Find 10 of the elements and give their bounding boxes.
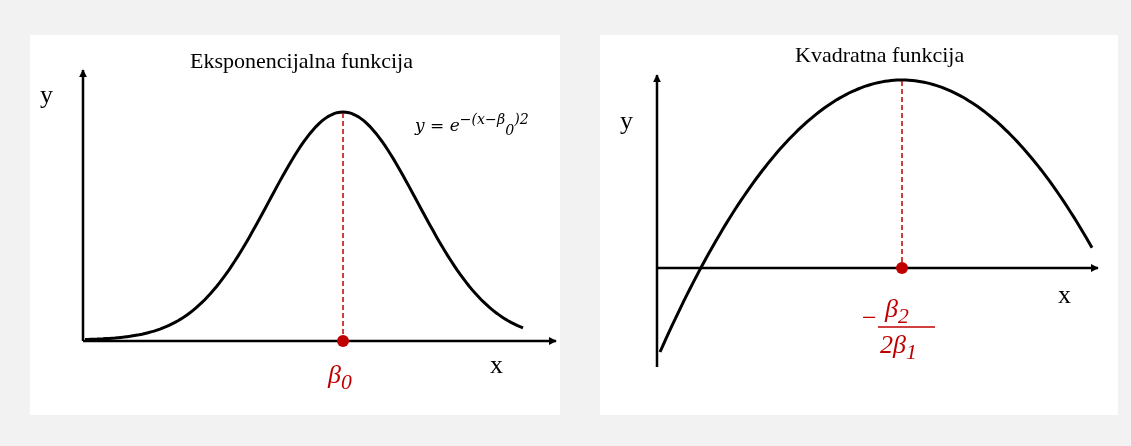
axis-label: x <box>490 352 503 378</box>
chart-title: Kvadratna funkcija <box>795 44 965 66</box>
axis-label: y <box>620 108 633 134</box>
numerator: β$_{2}$ <box>885 296 909 328</box>
minus-sign: − <box>862 305 877 331</box>
axis-label: x <box>1058 282 1071 308</box>
chart-title: Eksponencijalna funkcija <box>190 50 413 72</box>
axis-label: y <box>40 82 53 108</box>
point-label: β$_{0}$ <box>328 362 352 394</box>
denominator: 2β$_{1}$ <box>880 332 917 364</box>
